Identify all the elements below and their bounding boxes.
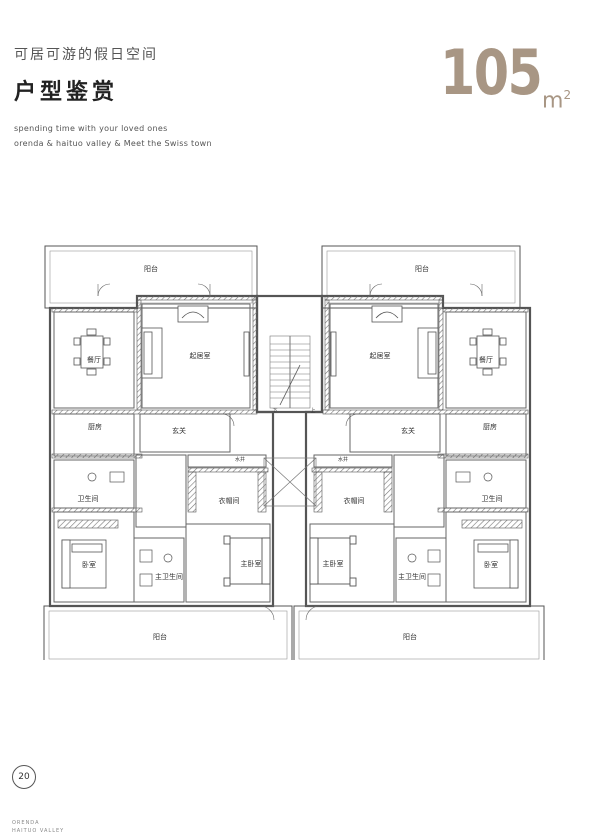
bed-left	[61, 539, 107, 589]
living-furniture-right	[330, 305, 439, 379]
label-balcony-top-right: 阳台	[415, 264, 429, 273]
living-furniture-left	[141, 305, 250, 379]
label-closet-left: 衣帽间	[219, 496, 240, 505]
label-stair-up: 上	[310, 407, 315, 414]
label-living-right: 起居室	[370, 351, 391, 360]
bed-right	[473, 539, 519, 589]
floor-plan: 阳台 阳台 餐厅 餐厅 起居室 起居室 厨房 厨房 玄关 玄关 卫生间 卫生间 …	[43, 245, 545, 660]
label-bedroom-right: 卧室	[484, 560, 498, 569]
label-balcony-top-left: 阳台	[144, 264, 158, 273]
label-stair-down: 下	[272, 408, 277, 414]
brand-line-1: ORENDA	[12, 820, 40, 826]
elevator-shaft	[263, 457, 317, 507]
dining-table-left	[73, 328, 111, 376]
page-number: 20	[12, 765, 36, 789]
label-master-bedroom-right: 主卧室	[323, 559, 344, 568]
page-title: 户型鉴赏	[14, 80, 119, 105]
doors	[97, 283, 483, 621]
label-living-left: 起居室	[190, 351, 211, 360]
hatched-walls	[51, 295, 529, 513]
label-bathroom-right: 卫生间	[482, 494, 503, 503]
label-water-well-right: 水井	[338, 456, 348, 463]
master-bed-left	[223, 535, 271, 587]
label-master-bath-left: 主卫生间	[155, 572, 183, 581]
bath-fixtures	[87, 471, 493, 587]
area-badge: 105 m2	[440, 36, 571, 113]
label-dining-left: 餐厅	[87, 355, 101, 364]
balcony-bottom-right	[293, 605, 545, 660]
master-bed-right	[309, 535, 357, 587]
area-value: 105	[440, 36, 543, 109]
english-tagline-2: orenda & haituo valley & Meet the Swiss …	[14, 139, 212, 148]
balcony-top-left	[44, 245, 258, 309]
label-kitchen-right: 厨房	[483, 422, 497, 431]
label-dining-right: 餐厅	[479, 355, 493, 364]
balcony-bottom-left	[43, 605, 293, 660]
balcony-top-right	[321, 245, 521, 309]
label-bathroom-left: 卫生间	[78, 494, 99, 503]
page-subtitle: 可居可游的假日空间	[14, 47, 158, 63]
stairwell	[269, 335, 311, 409]
label-master-bath-right: 主卫生间	[398, 572, 426, 581]
closets	[57, 471, 523, 529]
label-entrance-right: 玄关	[401, 426, 415, 435]
label-master-bedroom-left: 主卧室	[241, 559, 262, 568]
area-unit-sup: 2	[563, 88, 572, 102]
label-balcony-bottom-right: 阳台	[403, 632, 417, 641]
label-bedroom-left: 卧室	[82, 560, 96, 569]
dining-table-right	[469, 328, 507, 376]
brand-line-2: HAITUO VALLEY	[12, 828, 65, 834]
label-entrance-left: 玄关	[172, 426, 186, 435]
english-tagline-1: spending time with your loved ones	[14, 124, 168, 133]
label-kitchen-left: 厨房	[88, 422, 102, 431]
label-closet-right: 衣帽间	[344, 496, 365, 505]
area-unit: m2	[542, 88, 572, 114]
label-water-well-left: 水井	[235, 456, 245, 463]
label-balcony-bottom-left: 阳台	[153, 632, 167, 641]
